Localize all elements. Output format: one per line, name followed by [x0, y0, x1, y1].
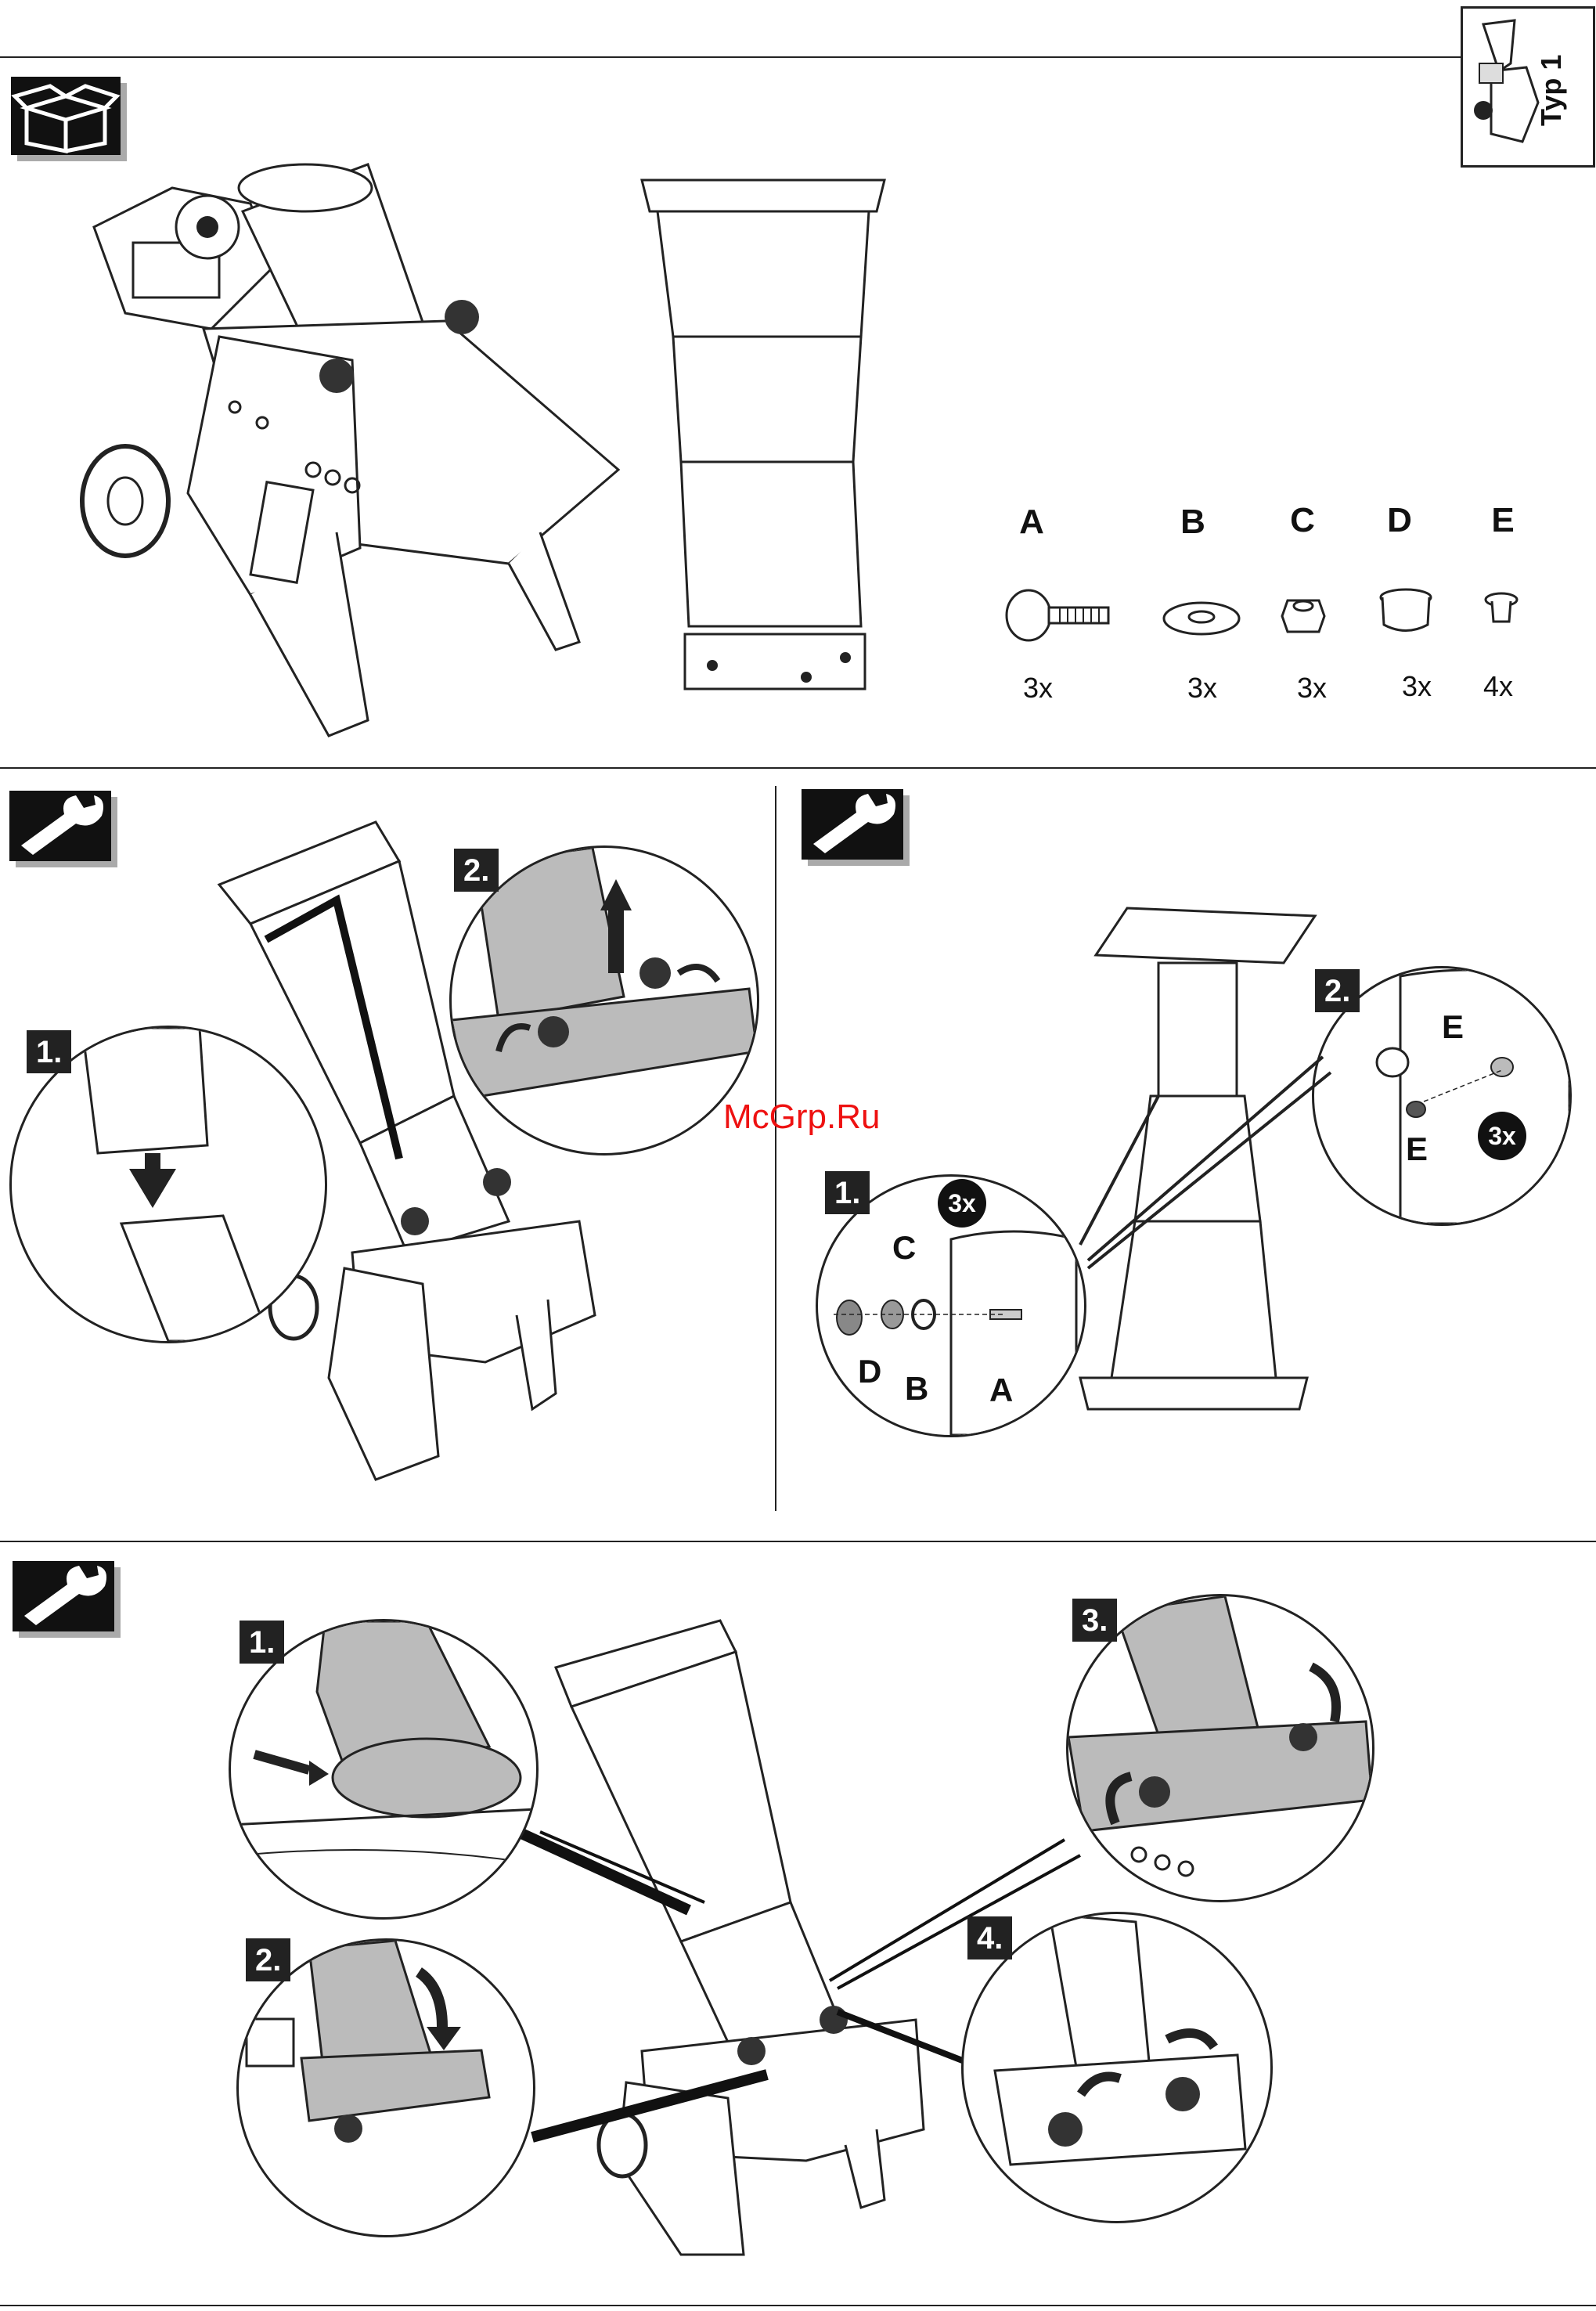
nut-icon [1276, 589, 1331, 644]
detail-circle-step2-left [449, 845, 759, 1156]
washer-icon [1158, 595, 1245, 642]
detail1-label-b: B [905, 1370, 928, 1408]
top-rule [0, 56, 1461, 58]
detail2-label-e-bottom: E [1406, 1130, 1428, 1168]
step-2-badge-right: 2. [1315, 969, 1360, 1012]
type-label: Typ 1 [1535, 55, 1568, 126]
detail-circle-step1-bottom [229, 1619, 539, 1920]
wrench-icon [9, 791, 111, 861]
part-letter-d: D [1368, 501, 1431, 540]
detail-leader-lines-right [1080, 1010, 1393, 1323]
count-badge-3x-detail2: 3x [1478, 1112, 1526, 1160]
part-qty-e: 4x [1467, 670, 1529, 703]
step-1-badge-left: 1. [27, 1030, 71, 1073]
clip-icon [1478, 590, 1525, 637]
step-1-badge-right: 1. [825, 1171, 870, 1214]
step-2-badge-left: 2. [454, 849, 499, 892]
carriage-bolt-icon [1005, 584, 1115, 647]
step-1-badge-bottom: 1. [240, 1621, 284, 1664]
detail1-label-a: A [989, 1372, 1013, 1409]
part-qty-d: 3x [1385, 670, 1448, 703]
part-letter-a: A [1000, 503, 1063, 542]
shredder-illustration [70, 141, 712, 752]
step-4-badge-bottom: 4. [967, 1916, 1012, 1959]
section-divider-2 [0, 1541, 1596, 1542]
watermark: McGrp.Ru [723, 1098, 880, 1137]
detail1-label-c: C [892, 1229, 916, 1267]
funnel-illustration [626, 157, 908, 705]
part-letter-c: C [1271, 501, 1334, 540]
cap-icon [1374, 586, 1437, 640]
section-vertical-divider [775, 786, 776, 1511]
part-letter-e: E [1472, 501, 1534, 540]
detail2-label-e-top: E [1442, 1008, 1464, 1046]
bottom-rule [0, 2305, 1596, 2306]
part-letter-b: B [1162, 503, 1224, 542]
detail-circle-step2-bottom [236, 1938, 535, 2237]
step-2-badge-bottom: 2. [246, 1938, 290, 1981]
wrench-icon-right [802, 789, 903, 860]
step-3-badge-bottom: 3. [1072, 1599, 1117, 1642]
detail1-label-d: D [858, 1353, 881, 1390]
part-qty-c: 3x [1281, 672, 1343, 705]
part-qty-a: 3x [1007, 672, 1069, 705]
type-badge: Typ 1 [1461, 6, 1595, 168]
wrench-icon-bottom [13, 1561, 114, 1631]
count-badge-3x-detail1: 3x [938, 1179, 986, 1228]
part-qty-b: 3x [1171, 672, 1234, 705]
section-divider-1 [0, 767, 1596, 769]
